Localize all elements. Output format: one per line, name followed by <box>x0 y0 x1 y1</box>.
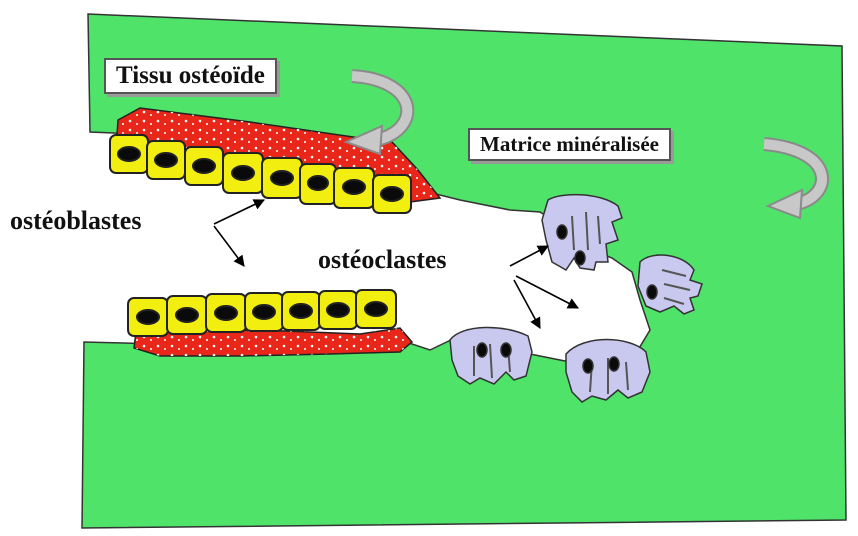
osteoblast-cell <box>223 153 263 193</box>
osteoblast-cell <box>334 168 374 208</box>
osteoclast-cell <box>542 195 622 270</box>
osteoclast-cell <box>450 327 532 384</box>
osteoclast-cell <box>566 340 650 403</box>
osteoblast-row-lower <box>128 290 396 336</box>
osteoblast-cell <box>185 147 223 185</box>
osteoblast-cell <box>300 164 336 204</box>
osteoblast-cell <box>262 158 302 198</box>
label-osteoblastes: ostéoblastes <box>10 206 141 236</box>
label-tissu-osteoide: Tissu ostéoïde <box>104 58 277 94</box>
osteoblast-cell <box>147 141 185 179</box>
label-osteoclastes: ostéoclastes <box>318 245 447 275</box>
osteoblast-cell <box>167 296 207 334</box>
osteoblast-cell <box>110 135 148 173</box>
label-matrice-mineralisee: Matrice minéralisée <box>468 128 671 161</box>
osteoblast-cell <box>206 294 246 332</box>
osteoblast-cell <box>319 291 357 329</box>
osteoblast-cell <box>356 290 396 328</box>
osteoblast-cell <box>373 175 411 213</box>
osteoblast-cell <box>245 293 283 331</box>
osteoblast-cell <box>282 292 320 330</box>
osteoblast-cell <box>128 298 168 336</box>
